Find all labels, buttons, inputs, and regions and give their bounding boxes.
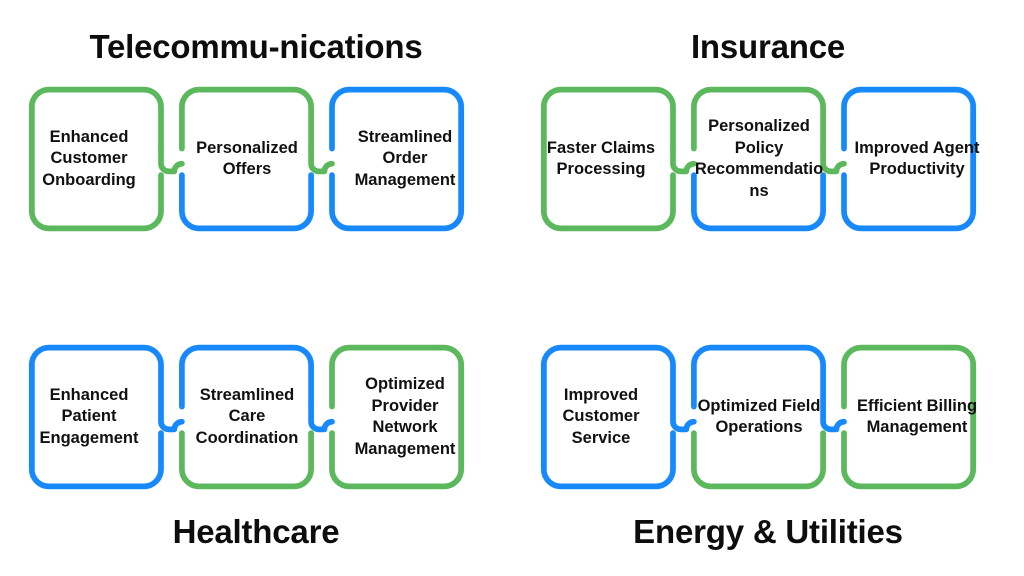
card-outline-top [841, 86, 977, 215]
chain-graphic [28, 86, 465, 232]
card-label-layer: Enhanced Customer Onboarding Personalized… [20, 83, 492, 235]
card-outline-bottom [329, 103, 465, 232]
card-outline-bottom [28, 361, 164, 490]
card-connector [158, 403, 185, 433]
card-1[interactable]: Enhanced Customer Onboarding [20, 83, 158, 235]
card-outline-bottom [28, 103, 164, 232]
card-3[interactable]: Efficient Billing Management [848, 341, 986, 493]
card-connector [158, 145, 185, 175]
card-connector [308, 145, 335, 175]
card-connector [308, 403, 335, 433]
card-outline-top [329, 86, 465, 215]
card-outline-top [28, 344, 164, 473]
card-label-layer: Enhanced Patient Engagement Streamlined C… [20, 341, 492, 493]
card-outline-bottom [540, 103, 676, 232]
card-outline-top [691, 86, 826, 152]
card-label-text: Improved Customer Service [562, 385, 640, 447]
card-label-text: Optimized Provider Network Management [354, 375, 456, 458]
card-2[interactable]: Personalized Policy Recommendations [690, 83, 828, 235]
card-outline-bottom [841, 361, 977, 490]
card-outline-bottom [841, 103, 977, 232]
card-outline-top [691, 344, 826, 410]
group-title: Healthcare [172, 513, 340, 550]
card-label-text: Efficient Billing Management [856, 396, 978, 437]
chain-graphic [28, 344, 465, 490]
card-connector [820, 403, 847, 433]
card-connector [670, 145, 697, 175]
card-label-text: Streamlined Care Coordination [195, 385, 299, 447]
card-outline-bottom [540, 361, 676, 490]
card-label-layer: Faster Claims Processing Personalized Pol… [532, 83, 1004, 235]
card-connector [820, 145, 847, 175]
card-1[interactable]: Enhanced Patient Engagement [20, 341, 158, 493]
card-outline-top [540, 86, 676, 215]
card-label-text: Enhanced Customer Onboarding [42, 127, 136, 189]
group-title: Insurance [690, 28, 846, 65]
card-label-text: Personalized Offers [196, 138, 298, 179]
card-label-text: Enhanced Patient Engagement [39, 385, 139, 447]
card-3[interactable]: Optimized Provider Network Management [336, 341, 474, 493]
group-title: Energy & Utilities [633, 513, 903, 550]
card-3[interactable]: Improved Agent Productivity [848, 83, 986, 235]
card-label-layer: Improved Customer Service Optimized Field… [532, 341, 1004, 493]
card-outline-top [841, 344, 977, 473]
card-1[interactable]: Improved Customer Service [532, 341, 670, 493]
card-chain: Faster Claims Processing Personalized Pol… [532, 83, 1004, 235]
card-2[interactable]: Personalized Offers [178, 83, 316, 235]
card-3[interactable]: Streamlined Order Management [336, 83, 474, 235]
card-label-text: Personalized Policy Recommendations [694, 117, 824, 200]
card-outline-bottom [179, 430, 314, 490]
card-outline-bottom [691, 430, 826, 490]
card-connector [670, 403, 697, 433]
card-2[interactable]: Streamlined Care Coordination [178, 341, 316, 493]
card-2[interactable]: Optimized Field Operations [690, 341, 828, 493]
card-outline-top [28, 86, 164, 215]
card-outline-bottom [691, 172, 826, 232]
card-chain: Enhanced Customer Onboarding Personalized… [20, 83, 492, 235]
group-title: Telecommu-nications [89, 28, 423, 65]
card-outline-top [179, 86, 314, 152]
card-outline-bottom [179, 172, 314, 232]
card-chain: Improved Customer Service Optimized Field… [532, 341, 1004, 493]
card-chain: Enhanced Patient Engagement Streamlined C… [20, 341, 492, 493]
card-label-text: Optimized Field Operations [697, 396, 821, 437]
card-outline-bottom [329, 361, 465, 490]
card-1[interactable]: Faster Claims Processing [532, 83, 670, 235]
card-label-text: Streamlined Order Management [354, 127, 456, 189]
card-label-text: Improved Agent Productivity [854, 138, 980, 179]
chain-graphic [540, 86, 977, 232]
card-outline-top [329, 344, 465, 473]
group-healthcare: Enhanced Patient Engagement Streamlined C… [0, 288, 512, 576]
group-energy-utilities: Improved Customer Service Optimized Field… [512, 288, 1024, 576]
card-outline-top [540, 344, 676, 473]
chain-graphic [540, 344, 977, 490]
card-label-text: Faster Claims Processing [546, 138, 656, 179]
card-outline-top [179, 344, 314, 410]
